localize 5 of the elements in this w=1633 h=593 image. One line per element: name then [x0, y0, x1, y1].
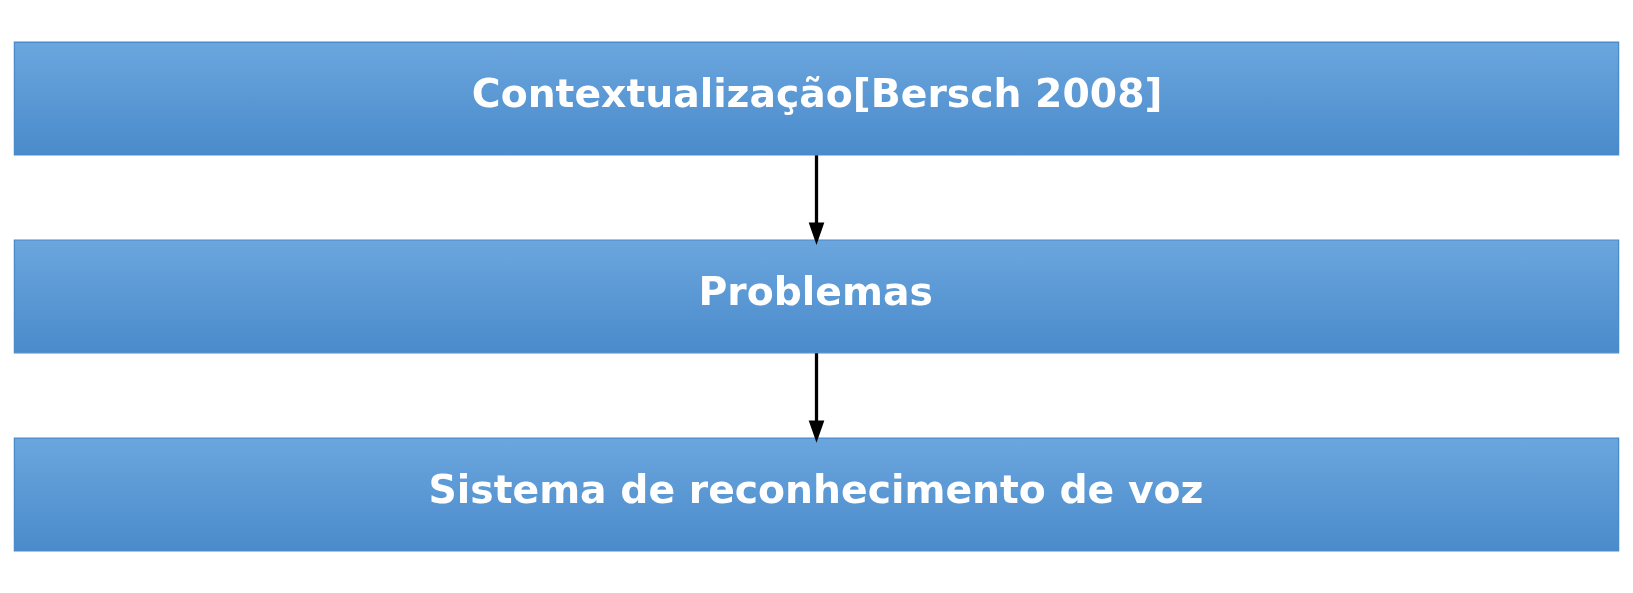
node-box: Problemas — [13, 239, 1620, 354]
node-box: Sistema de reconhecimento de voz — [13, 437, 1620, 552]
arrow — [808, 155, 825, 245]
arrow — [808, 353, 825, 443]
node-box: Contextualização[Bersch 2008] — [13, 41, 1620, 156]
